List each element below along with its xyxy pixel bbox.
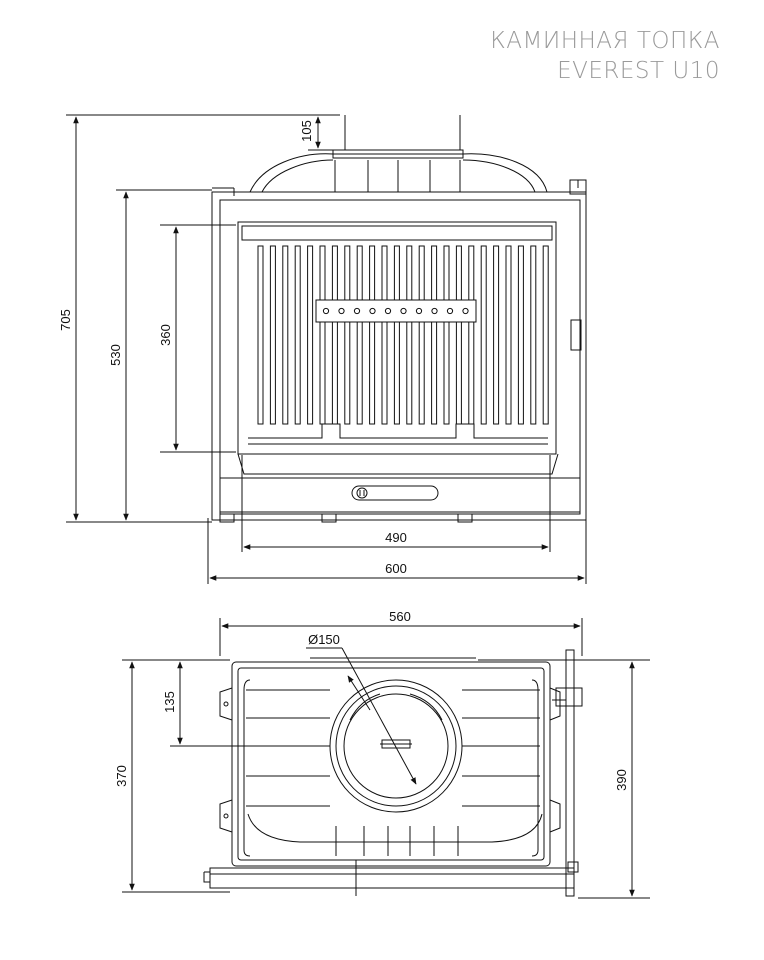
label-560: 560	[389, 609, 411, 624]
label-360: 360	[158, 324, 173, 346]
flue-outlet	[329, 679, 463, 813]
fire-rib	[257, 245, 264, 425]
title-line-1: КАМИННАЯ ТОПКА	[490, 28, 720, 54]
fire-ribs	[257, 245, 549, 425]
side-lugs	[219, 687, 561, 833]
interior-rails	[246, 689, 540, 856]
label-135: 135	[162, 691, 177, 713]
panel-hole	[415, 307, 423, 315]
panel-hole	[400, 307, 407, 315]
front-lip	[203, 813, 575, 896]
panel-hole	[338, 307, 345, 315]
fire-rib	[344, 245, 351, 425]
label-600: 600	[385, 561, 407, 576]
ash-drawer	[219, 453, 581, 513]
front-view	[211, 115, 587, 523]
fire-rib	[381, 245, 388, 425]
fire-rib	[269, 245, 276, 425]
fire-rib	[406, 245, 413, 425]
panel-hole	[462, 307, 469, 315]
fire-rib	[517, 245, 524, 425]
panel-hole	[431, 307, 438, 315]
fire-rib	[542, 245, 549, 425]
label-530: 530	[108, 344, 123, 366]
panel-hole	[384, 307, 392, 315]
fire-rib	[356, 245, 363, 425]
fire-rib	[431, 245, 438, 425]
fire-rib	[294, 245, 301, 425]
fire-rib	[505, 245, 512, 425]
fire-rib	[418, 245, 425, 425]
front-view-dimensions	[66, 114, 587, 584]
fire-rib	[319, 245, 326, 425]
body-outline	[211, 179, 587, 521]
panel-hole	[353, 307, 361, 315]
fire-rib	[480, 245, 487, 425]
drawing-title: КАМИННАЯ ТОПКА EVEREST U10	[490, 26, 720, 86]
feet	[219, 513, 473, 523]
fire-rib	[455, 245, 462, 425]
top-view-dim-labels: 560 Ø150 135 370 390	[114, 609, 629, 791]
door-frame	[237, 221, 557, 455]
top-view	[203, 649, 583, 897]
door-hinge	[552, 649, 583, 897]
top-housing	[231, 657, 551, 867]
panel-hole	[322, 307, 330, 315]
panel-hole	[369, 307, 376, 315]
fire-rib	[468, 245, 475, 425]
label-diameter: Ø150	[308, 632, 340, 647]
top-view-dimensions	[122, 618, 650, 899]
label-370: 370	[114, 765, 129, 787]
dim-line-diameter	[341, 647, 417, 785]
title-line-2: EVEREST U10	[557, 58, 720, 84]
fire-rib	[331, 245, 338, 425]
label-705: 705	[58, 309, 73, 331]
front-view-dim-labels: 705 530 360 105 490 600	[58, 120, 407, 576]
fire-rib	[369, 245, 376, 425]
label-390: 390	[614, 769, 629, 791]
panel-hole	[446, 307, 454, 315]
fire-rib	[530, 245, 537, 425]
fire-rib	[493, 245, 500, 425]
fire-rib	[393, 245, 400, 425]
fire-rib	[443, 245, 450, 425]
flue-collar	[332, 115, 464, 159]
firebox-bottom	[248, 423, 548, 445]
label-490: 490	[385, 530, 407, 545]
perforated-panel	[315, 299, 477, 323]
top-dome	[249, 153, 548, 193]
label-105: 105	[299, 120, 314, 142]
door-handle	[570, 319, 582, 351]
fire-rib	[282, 245, 289, 425]
fire-rib	[307, 245, 314, 425]
